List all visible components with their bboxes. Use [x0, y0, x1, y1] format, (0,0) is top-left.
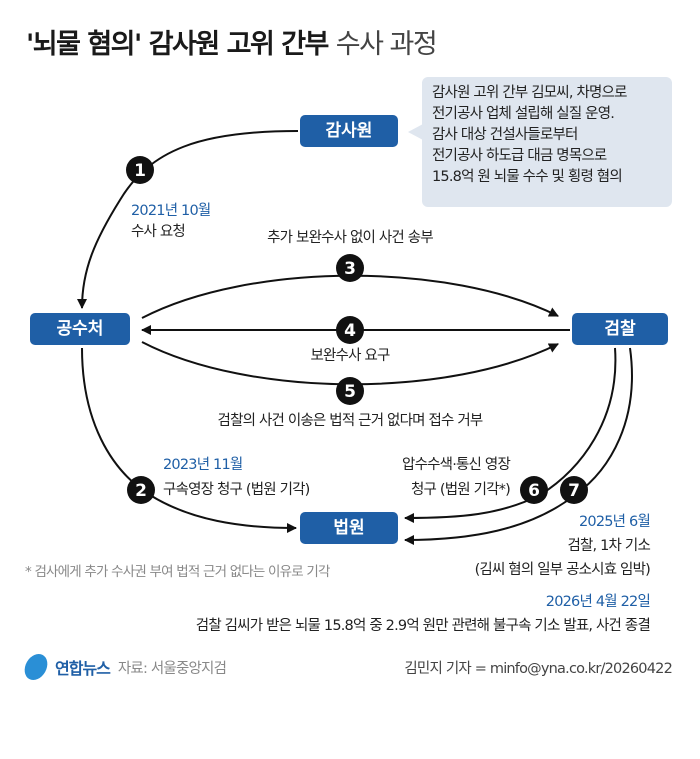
- arrow-2: [81, 347, 297, 533]
- step-5-text: 검찰의 사건 이송은 법적 근거 없다며 접수 거부: [217, 413, 484, 429]
- step-6-number: 6: [528, 481, 540, 501]
- step-4-number: 4: [344, 321, 356, 341]
- step-7-line1: 검찰, 1차 기소: [567, 538, 650, 554]
- step-6-circle: [520, 476, 548, 504]
- node-audit-board: 감사원: [300, 115, 398, 147]
- step-7-number: 7: [568, 481, 580, 501]
- step-5-number: 5: [344, 382, 356, 402]
- step-3-circle: [336, 254, 364, 282]
- step-7-line2: (김씨 혐의 일부 공소시효 임박): [474, 562, 651, 578]
- footer-left: 연합뉴스 자료: 서울중앙지검: [22, 654, 227, 680]
- step-2-date: 2023년 11월: [163, 457, 243, 473]
- step-3-text: 추가 보완수사 없이 사건 송부: [267, 230, 434, 246]
- credit: 김민지 기자 = minfo@yna.co.kr/20260422: [404, 661, 672, 677]
- source: 자료: 서울중앙지검: [117, 660, 227, 677]
- step-1-date: 2021년 10월: [131, 203, 211, 219]
- arrow-1: [77, 130, 299, 309]
- yonhap-logo-icon: [22, 654, 50, 680]
- callout-line: 전기공사 업체 설립해 실질 운영.: [432, 106, 615, 122]
- step-2-number: 2: [135, 481, 147, 501]
- title-light: 수사 과정: [335, 29, 438, 60]
- callout-box: 감사원 고위 간부 김모씨, 차명으로 전기공사 업체 설립해 실질 운영. 감…: [422, 77, 672, 207]
- footnote: * 검사에게 추가 수사권 부여 법적 근거 없다는 이유로 기각: [25, 564, 330, 580]
- yonhap-logo-text: 연합뉴스: [55, 659, 111, 678]
- step-1-text: 수사 요청: [131, 224, 186, 240]
- callout-line: 감사원 고위 간부 김모씨, 차명으로: [432, 85, 627, 101]
- callout-tail: [408, 124, 423, 140]
- final-text: 검찰 김씨가 받은 뇌물 15.8억 중 2.9억 원만 관련해 불구속 기소 …: [195, 618, 651, 634]
- final-date: 2026년 4월 22일: [545, 594, 651, 610]
- node-prosecution: 검찰: [572, 313, 668, 345]
- callout-line: 전기공사 하도급 대금 명목으로: [432, 148, 607, 164]
- step-6-line1: 압수수색·통신 영장: [402, 457, 511, 473]
- step-7-date: 2025년 6월: [578, 514, 651, 530]
- callout-line: 감사 대상 건설사들로부터: [432, 127, 578, 143]
- step-circles: [126, 156, 588, 504]
- title-bold: '뇌물 혐의' 감사원 고위 간부: [26, 29, 329, 60]
- step-1-circle: [126, 156, 154, 184]
- step-7-circle: [560, 476, 588, 504]
- callout-line: 15.8억 원 뇌물 수수 및 횡령 혐의: [432, 169, 623, 185]
- node-court: 법원: [300, 512, 398, 544]
- page-title: '뇌물 혐의' 감사원 고위 간부 수사 과정: [26, 22, 438, 61]
- node-cio: 공수처: [30, 313, 130, 345]
- step-1-number: 1: [134, 161, 146, 181]
- step-2-circle: [127, 476, 155, 504]
- step-4-text: 보완수사 요구: [310, 348, 390, 364]
- step-2-text: 구속영장 청구 (법원 기각): [163, 482, 310, 498]
- step-5-circle: [336, 377, 364, 405]
- step-6-line2: 청구 (법원 기각*): [410, 482, 511, 498]
- step-3-number: 3: [344, 259, 356, 279]
- step-4-circle: [336, 316, 364, 344]
- arrow-3: [141, 274, 559, 319]
